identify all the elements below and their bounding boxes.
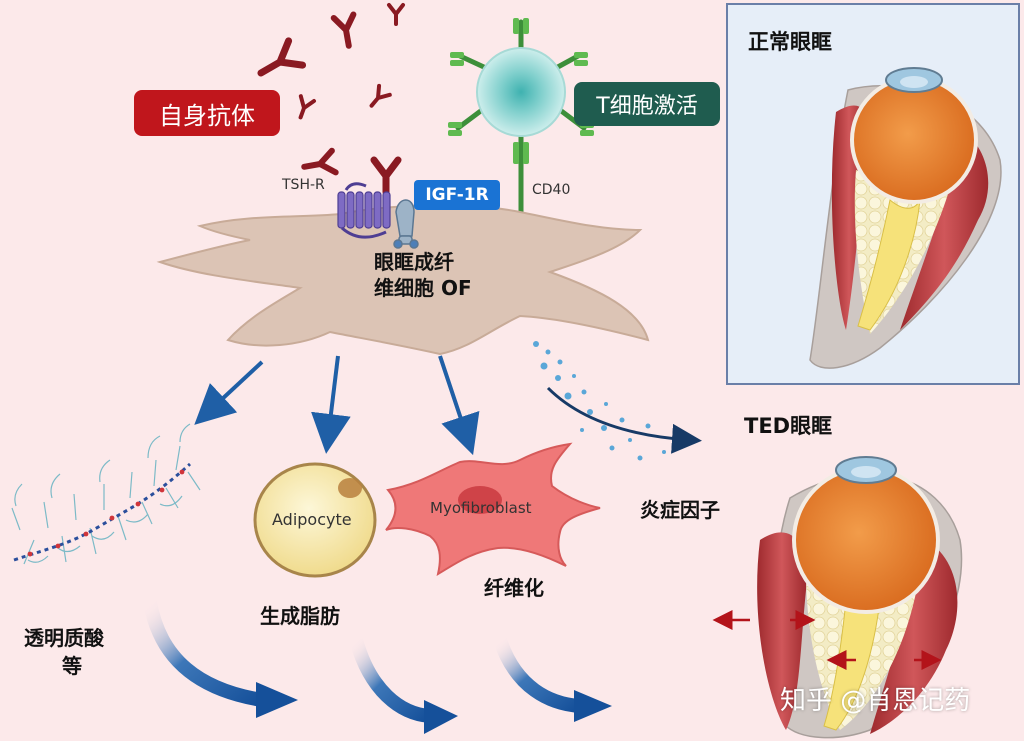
inflammatory-factors-label: 炎症因子 (640, 498, 720, 522)
myofibroblast-label: Myofibroblast (430, 499, 532, 517)
arrow-to-myofibroblast (438, 355, 480, 456)
hyaluronic-acid-icon (11, 423, 201, 565)
myofibroblast-nucleus (458, 486, 502, 514)
watermark: 知乎 @肖恩记药 (780, 686, 971, 716)
antibody-icon (257, 3, 405, 196)
inflammatory-factor-dots (533, 341, 666, 461)
ted-orbit-title: TED眼眶 (744, 414, 833, 438)
igf1r-receptor-icon (393, 199, 419, 249)
cd40-label: CD40 (532, 182, 571, 198)
adipogenesis-label: 生成脂肪 (260, 604, 340, 628)
orbital-fibroblast-label-line1: 眼眶成纤 (374, 250, 454, 274)
orbital-fibroblast-label-line2: 维细胞 OF (374, 276, 472, 300)
orbital-fibroblast-cell (156, 204, 650, 356)
adipocyte-label: Adipocyte (272, 510, 352, 529)
arrow-to-adipocyte (311, 355, 351, 454)
t-cell-icon (448, 18, 594, 247)
hyaluronic-acid-label-line1: 透明质酸 (24, 626, 104, 650)
normal-orbit-title: 正常眼眶 (748, 30, 832, 54)
igf1r-label: IGF-1R (414, 180, 500, 210)
tcell-activation-label: T细胞激活 (574, 82, 720, 126)
normal-orbit-illustration (809, 67, 1002, 369)
fibrosis-label: 纤维化 (484, 576, 544, 600)
arrow-to-inflammatory-factors (546, 386, 702, 454)
big-arrows (143, 600, 612, 734)
adipocyte-cell (253, 462, 377, 578)
ted-orbit-illustration (712, 456, 963, 739)
arrow-to-hyaluronic-acid (194, 360, 264, 425)
tshr-label: TSH-R (282, 177, 325, 193)
hyaluronic-acid-label-line2: 等 (62, 654, 82, 678)
tshr-receptor-icon (337, 182, 391, 239)
autoantibody-label: 自身抗体 (134, 90, 280, 136)
